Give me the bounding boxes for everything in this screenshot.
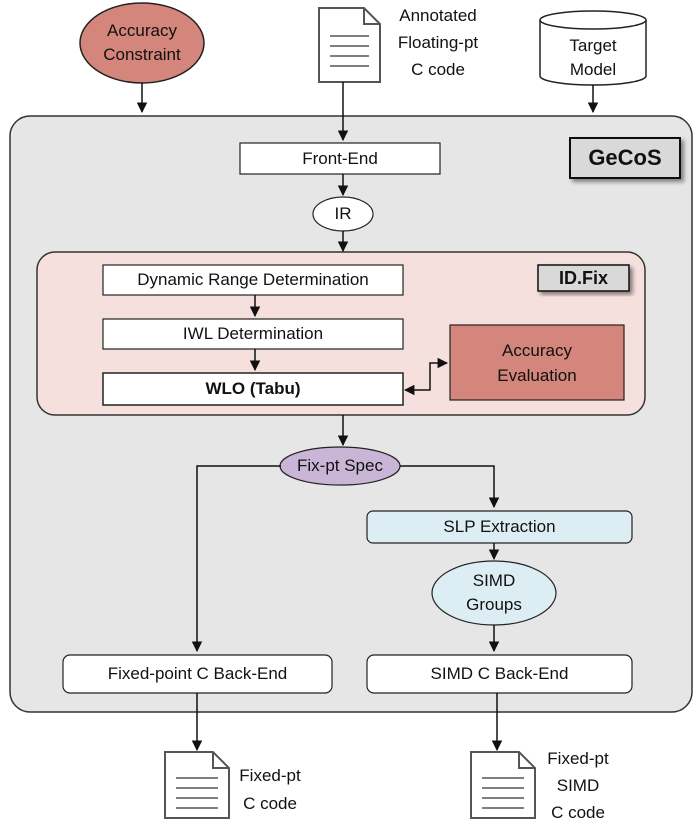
label-line: Constraint xyxy=(103,45,181,64)
fixed-point-backend-box: Fixed-point C Back-End xyxy=(107,664,288,683)
simd-groups-label: SIMD Groups xyxy=(432,569,556,617)
label-line: Fixed-pt xyxy=(547,749,609,768)
fixed-pt-simd-code-label: Fixed-pt SIMD C code xyxy=(528,745,628,826)
target-model-label: Target Model xyxy=(540,34,646,82)
label-line: Annotated xyxy=(399,6,477,25)
ir-label: IR xyxy=(334,204,352,223)
label-line: Target xyxy=(569,36,617,55)
gecos-title: GeCoS xyxy=(588,145,662,170)
label-line: Model xyxy=(569,60,617,79)
label-line: C code xyxy=(551,803,605,822)
front-end-box: Front-End xyxy=(302,148,378,168)
simd-backend-box: SIMD C Back-End xyxy=(430,664,569,683)
label-line: Accuracy xyxy=(502,341,572,360)
idfix-title: ID.Fix xyxy=(558,267,608,288)
accuracy-constraint-label: Accuracy Constraint xyxy=(82,19,202,67)
fixpt-spec-label: Fix-pt Spec xyxy=(297,456,383,475)
accuracy-evaluation-box: Accuracy Evaluation xyxy=(450,338,624,388)
label-line: Accuracy xyxy=(107,21,177,40)
dynamic-range-box: Dynamic Range Determination xyxy=(137,270,369,289)
slp-extraction-box: SLP Extraction xyxy=(443,517,556,536)
label-line: SIMD xyxy=(556,776,600,795)
wlo-box: WLO (Tabu) xyxy=(205,379,301,398)
label-line: C code xyxy=(243,794,297,813)
label-line: Fixed-pt xyxy=(239,766,301,785)
document-icon xyxy=(318,7,381,83)
document-icon xyxy=(164,751,230,819)
annotated-code-label: Annotated Floating-pt C code xyxy=(378,2,498,83)
label-line: Groups xyxy=(466,595,522,614)
label-line: C code xyxy=(411,60,465,79)
gecos-badge-bg xyxy=(569,137,681,179)
fixed-pt-code-label: Fixed-pt C code xyxy=(220,762,320,818)
label-line: Floating-pt xyxy=(397,33,479,52)
label-line: Evaluation xyxy=(497,366,577,385)
document-icon xyxy=(470,751,536,819)
label-line: SIMD xyxy=(472,571,516,590)
database-icon xyxy=(539,10,647,86)
iwl-box: IWL Determination xyxy=(182,324,324,343)
